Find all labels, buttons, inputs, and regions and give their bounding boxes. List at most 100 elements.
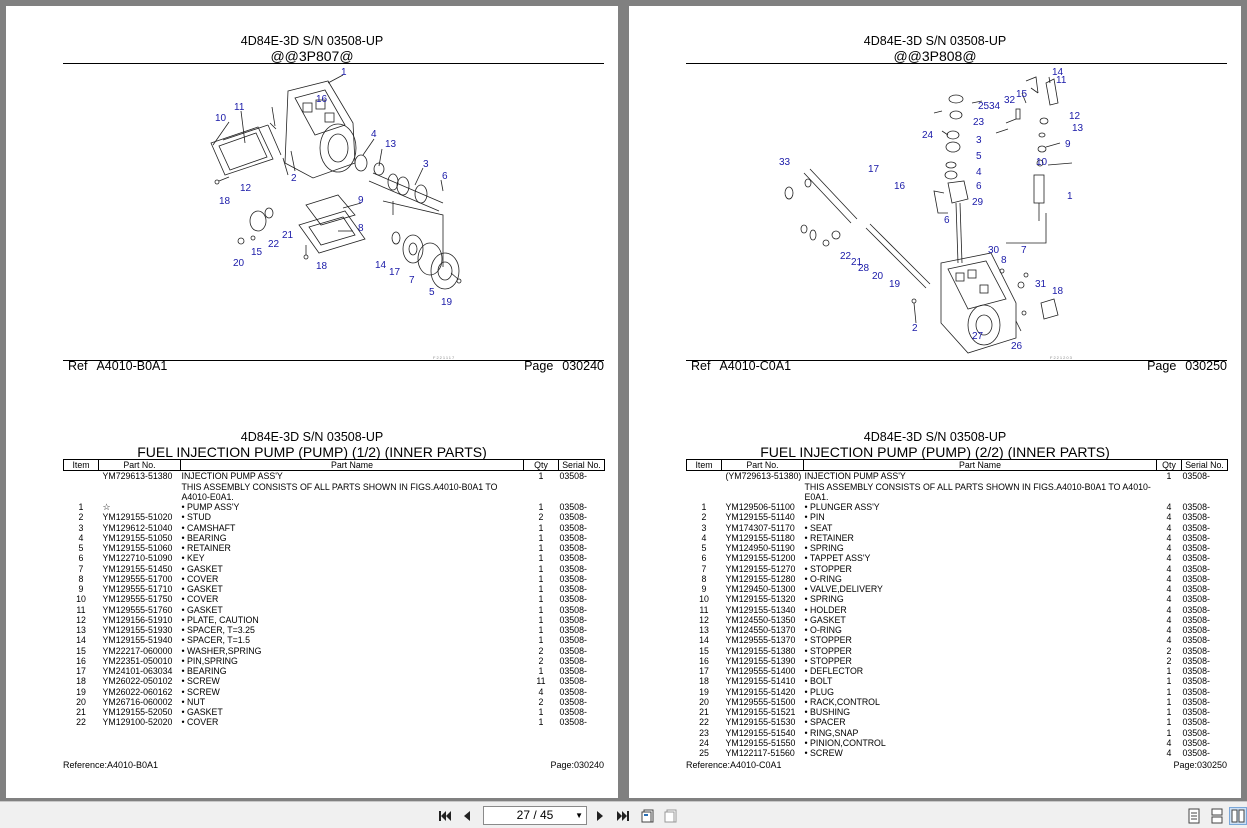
- back-view-icon[interactable]: [639, 807, 657, 825]
- row-part-no: [722, 482, 804, 503]
- row-qty: 4: [1166, 543, 1172, 553]
- callout-number: 3: [976, 135, 982, 146]
- callout-number: 16: [894, 181, 906, 192]
- row-part-name: • SPACER: [804, 717, 846, 728]
- section-title: 4D84E-3D S/N 03508-UP: [240, 430, 384, 444]
- row-serial: 03508-: [559, 614, 587, 625]
- callout-number: 14: [1052, 67, 1064, 78]
- callout-number: 22: [268, 239, 280, 250]
- row-part-no: YM129155-51390: [725, 655, 796, 666]
- row-part-no: YM124550-51350: [725, 614, 796, 625]
- callout-number: 20: [233, 258, 245, 269]
- right-page: 4D84E-3D S/N 03508-UP @@3P808@: [629, 6, 1241, 798]
- row-qty: 1: [1166, 676, 1172, 687]
- row-part-no: YM22351-050010: [102, 655, 173, 666]
- chevron-down-icon[interactable]: ▼: [575, 811, 583, 820]
- row-qty: 2: [538, 512, 544, 523]
- row-part-no: YM129155-51050: [102, 532, 173, 543]
- row-part-name: • STOPPER: [804, 655, 852, 666]
- row-part-name: THIS ASSEMBLY CONSISTS OF ALL PARTS SHOW…: [181, 481, 498, 502]
- forward-view-icon[interactable]: [662, 807, 680, 825]
- row-part-name: • PIN,SPRING: [181, 655, 238, 666]
- header-rule: [686, 63, 1227, 64]
- single-page-icon[interactable]: [1185, 807, 1203, 825]
- row-part-name: • PLUG: [804, 686, 834, 697]
- row-serial: 03508-: [1182, 522, 1210, 533]
- row-serial: 03508-: [1182, 502, 1210, 512]
- row-serial: 03508-: [1182, 707, 1210, 717]
- first-page-icon[interactable]: [436, 807, 454, 825]
- row-serial: 03508-: [559, 655, 587, 666]
- row-part-name: • BOLT: [804, 676, 833, 687]
- prev-page-icon[interactable]: [458, 807, 476, 825]
- row-item: 10: [76, 594, 86, 605]
- row-serial: 03508-: [1182, 543, 1210, 553]
- row-item: 14: [699, 635, 709, 646]
- row-serial: 03508-: [559, 594, 587, 605]
- callout-number: 12: [1069, 111, 1081, 122]
- callout-number: 11: [234, 102, 245, 113]
- col-serial: Serial No.: [558, 458, 605, 472]
- row-part-name: • RING,SNAP: [804, 727, 859, 738]
- row-qty: 1: [1166, 717, 1172, 728]
- row-part-no: YM129100-52020: [102, 717, 173, 728]
- row-item: 18: [699, 676, 709, 687]
- row-serial: 03508-: [559, 676, 587, 687]
- callout-number: 15: [1016, 89, 1028, 100]
- row-item: [64, 471, 99, 482]
- row-part-name: • COVER: [181, 594, 219, 605]
- callout-number: 10: [215, 113, 227, 124]
- row-part-name: • GASKET: [181, 604, 223, 615]
- last-page-icon[interactable]: [614, 807, 632, 825]
- row-qty: 4: [1166, 584, 1172, 594]
- row-qty: 2: [538, 696, 544, 707]
- callout-number: 8: [1001, 255, 1007, 266]
- row-part-no: YM129156-51910: [102, 614, 173, 625]
- col-part-name: Part Name: [180, 458, 524, 472]
- row-part-name: • PIN: [804, 512, 825, 523]
- callout-number: 7: [409, 275, 415, 286]
- row-item: 6: [78, 553, 84, 564]
- row-serial: [559, 482, 605, 503]
- row-part-no: YM129555-51700: [102, 573, 173, 584]
- table-title: FUEL INJECTION PUMP (PUMP) (1/2) (INNER …: [137, 444, 487, 460]
- row-part-name: INJECTION PUMP ASS'Y: [804, 471, 906, 482]
- row-serial: 03508-: [559, 563, 587, 574]
- callout-number: 33: [779, 157, 791, 168]
- row-part-no: YM129155-51200: [725, 553, 796, 564]
- row-part-name: • CAMSHAFT: [181, 522, 236, 533]
- page-value: 030250: [1185, 359, 1227, 373]
- row-qty: 1: [538, 594, 544, 605]
- row-part-no: [99, 482, 181, 503]
- row-part-name: • RETAINER: [804, 532, 854, 543]
- callout-number: 6: [442, 171, 448, 182]
- figure-code: @@3P808@: [893, 48, 977, 64]
- row-part-no: YM124950-51190: [725, 543, 795, 553]
- row-item: 8: [78, 573, 84, 584]
- row-part-no: YM124550-51370: [725, 625, 796, 635]
- row-part-name: • WASHER,SPRING: [181, 645, 262, 656]
- row-part-no: YM129155-51380: [725, 645, 796, 656]
- page-number-input[interactable]: 27 / 45 ▼: [483, 806, 587, 825]
- row-part-no: YM129155-51530: [725, 717, 796, 728]
- continuous-page-icon[interactable]: [1208, 807, 1226, 825]
- two-page-icon[interactable]: [1229, 807, 1247, 825]
- row-serial: 03508-: [1182, 686, 1210, 697]
- parts-table: Item Part No. Part Name Qty Serial No. Y…: [63, 458, 605, 728]
- row-part-name: • STOPPER: [804, 563, 852, 574]
- table-row: THIS ASSEMBLY CONSISTS OF ALL PARTS SHOW…: [687, 482, 1228, 503]
- next-page-icon[interactable]: [591, 807, 609, 825]
